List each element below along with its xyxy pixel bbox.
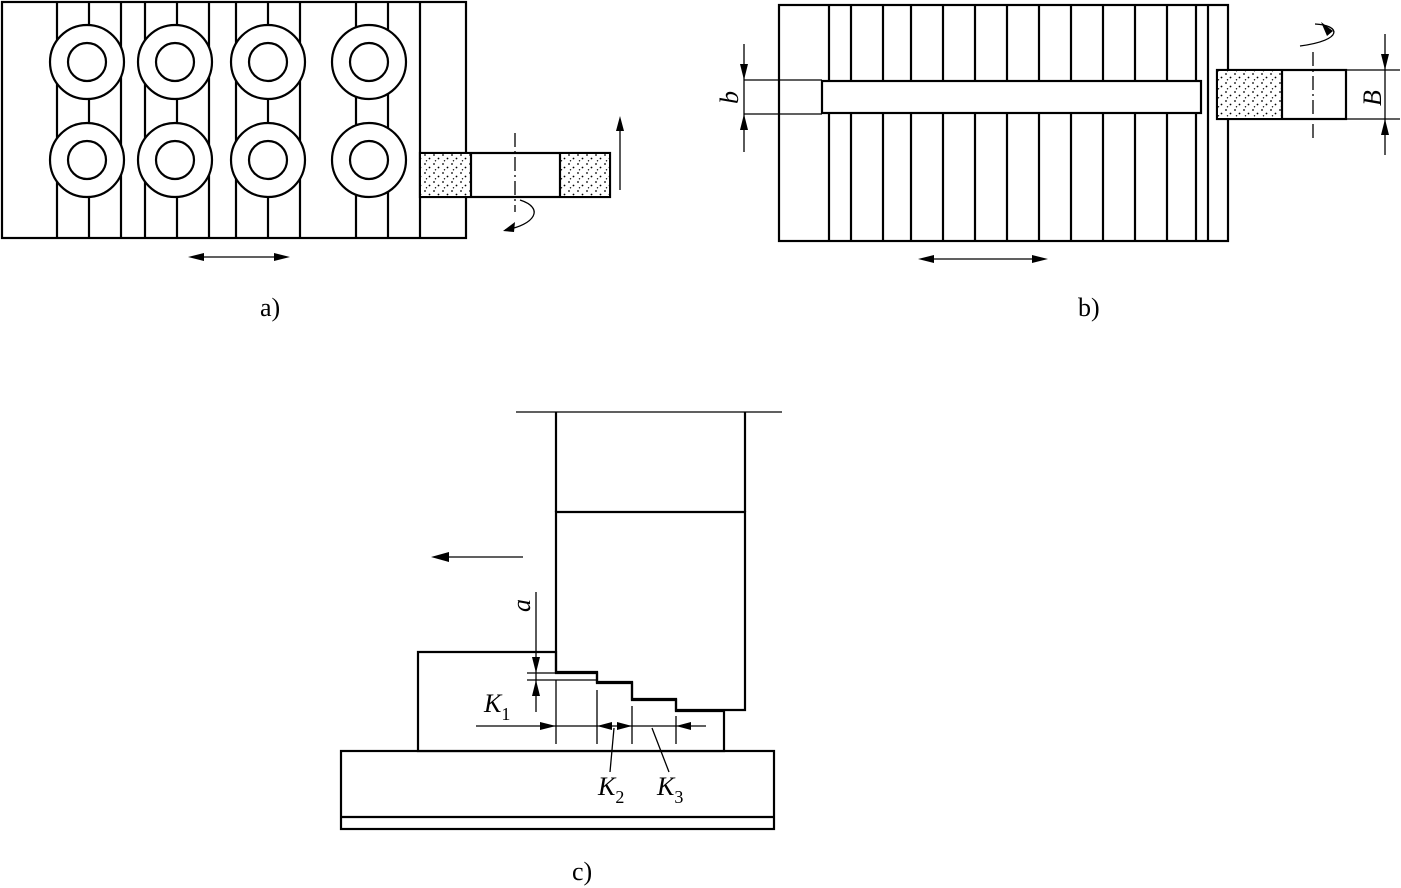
ring-workpiece [48, 121, 126, 199]
panel-c-feed-arrow [431, 552, 523, 562]
panel-a-grinding-wheel [418, 116, 624, 232]
panel-b: b B b) [715, 3, 1400, 322]
label-B: B [1358, 90, 1387, 106]
label-a: a [507, 599, 536, 612]
panel-b-workpiece [820, 79, 1203, 115]
panel-b-table [777, 3, 1230, 243]
caption-a: a) [260, 293, 280, 322]
label-k3-sub: 3 [674, 787, 683, 807]
ring-workpiece [48, 23, 126, 101]
panel-a-table [0, 0, 468, 240]
caption-b: b) [1078, 293, 1100, 322]
label-k2: K2 [597, 772, 624, 807]
label-k1-main: K [483, 689, 503, 718]
dimension-k [476, 680, 706, 773]
panel-a-workpieces [48, 23, 408, 199]
label-k1: K1 [483, 689, 510, 724]
dimension-B: B [1346, 34, 1400, 155]
label-k2-main: K [597, 772, 617, 801]
panel-b-grinding-wheel [1215, 22, 1348, 138]
caption-c: c) [572, 857, 592, 886]
label-k1-sub: 1 [501, 704, 510, 724]
label-k3: K3 [656, 772, 683, 807]
label-k3-main: K [656, 772, 676, 801]
ring-workpiece [229, 121, 307, 199]
ring-workpiece [136, 23, 214, 101]
panel-a-traverse-arrow [188, 253, 290, 261]
panel-c-grinding-wheel [554, 510, 747, 712]
panel-c: a K1 K2 K3 c) [339, 411, 782, 886]
ring-workpiece [330, 23, 408, 101]
ring-workpiece [330, 121, 408, 199]
dimension-a: a [507, 592, 597, 712]
ring-workpiece [136, 121, 214, 199]
panel-c-workpiece [416, 650, 726, 753]
panel-a: a) [0, 0, 624, 322]
panel-b-fence-lines [827, 5, 1210, 241]
label-b: b [715, 91, 744, 104]
dimension-b: b [715, 44, 822, 152]
panel-c-base [339, 749, 776, 831]
label-k2-sub: 2 [615, 787, 624, 807]
panel-b-traverse-arrow [918, 255, 1048, 263]
ring-workpiece [229, 23, 307, 101]
